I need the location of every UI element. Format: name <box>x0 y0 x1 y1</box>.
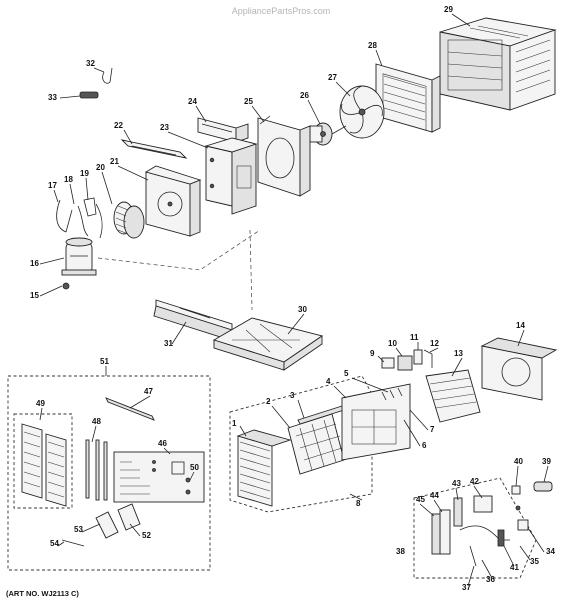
callout-16: 16 <box>30 259 39 268</box>
part-31-channel <box>153 299 233 341</box>
part-29-cabinet <box>439 17 557 111</box>
callout-51: 51 <box>100 357 109 366</box>
part-28-condenser <box>375 63 441 133</box>
part-26-motor <box>309 122 347 146</box>
parts-39-40 <box>511 481 553 495</box>
part-49-side-curtains <box>21 423 67 507</box>
group-38-outline <box>413 477 537 579</box>
callout-50: 50 <box>190 463 199 472</box>
callout-30: 30 <box>298 305 307 314</box>
callout-2: 2 <box>266 397 271 406</box>
callout-37: 37 <box>462 583 471 592</box>
callout-33: 33 <box>48 93 57 102</box>
callout-25: 25 <box>244 97 253 106</box>
art-number-label: (ART NO. WJ2113 C) <box>6 589 79 598</box>
part-1-front-grille <box>236 429 292 507</box>
callout-22: 22 <box>114 121 123 130</box>
callout-27: 27 <box>328 73 337 82</box>
callout-40: 40 <box>514 457 523 466</box>
parts-42-45-electrical <box>431 495 529 567</box>
callout-8: 8 <box>356 499 361 508</box>
callout-20: 20 <box>96 163 105 172</box>
callout-28: 28 <box>368 41 377 50</box>
callout-29: 29 <box>444 5 453 14</box>
callout-17: 17 <box>48 181 57 190</box>
callout-34: 34 <box>546 547 555 556</box>
callout-13: 13 <box>454 349 463 358</box>
callout-10: 10 <box>388 339 397 348</box>
callout-41: 41 <box>510 563 519 572</box>
part-32-part-33 <box>79 67 113 99</box>
part-4-front-frame <box>341 383 411 461</box>
part-21-panel <box>144 165 202 237</box>
part-54-screw <box>61 539 85 547</box>
watermark-text: AppliancePartsPros.com <box>232 6 331 16</box>
callout-53: 53 <box>74 525 83 534</box>
callout-49: 49 <box>36 399 45 408</box>
callout-52: 52 <box>142 531 151 540</box>
group-8-outline <box>229 375 373 513</box>
callout-9: 9 <box>370 349 375 358</box>
callout-42: 42 <box>470 477 479 486</box>
part-25-shroud <box>257 115 311 197</box>
callout-14: 14 <box>516 321 525 330</box>
callout-47: 47 <box>144 387 153 396</box>
group-49-outline <box>13 413 73 509</box>
callout-18: 18 <box>64 175 73 184</box>
callout-15: 15 <box>30 291 39 300</box>
callout-45: 45 <box>416 495 425 504</box>
part-30-base-pan <box>212 317 324 371</box>
parts-52-53-brackets <box>95 503 141 539</box>
callout-35: 35 <box>530 557 539 566</box>
callout-1: 1 <box>232 419 237 428</box>
callout-6: 6 <box>422 441 427 450</box>
callout-23: 23 <box>160 123 169 132</box>
callout-54: 54 <box>50 539 59 548</box>
part-15-grommet <box>62 282 70 290</box>
callout-3: 3 <box>290 391 295 400</box>
parts-9-12-controls <box>381 349 433 371</box>
callout-11: 11 <box>410 333 419 342</box>
callout-31: 31 <box>164 339 173 348</box>
callout-12: 12 <box>430 339 439 348</box>
group-51-kit-outline <box>7 375 211 571</box>
part-14-rear-shroud <box>480 337 558 401</box>
callout-48: 48 <box>92 417 101 426</box>
callout-46: 46 <box>158 439 167 448</box>
dashed-wire-center <box>249 229 253 311</box>
part-2-filter <box>287 413 345 475</box>
callout-39: 39 <box>542 457 551 466</box>
callout-19: 19 <box>80 169 89 178</box>
callout-21: 21 <box>110 157 119 166</box>
part-46-hardware-card <box>113 451 205 503</box>
callout-36: 36 <box>486 575 495 584</box>
callout-32: 32 <box>86 59 95 68</box>
part-20-blower-wheel <box>113 201 145 239</box>
callout-26: 26 <box>300 91 309 100</box>
part-47-rail <box>105 397 155 421</box>
leader-lines <box>39 13 549 587</box>
callout-7: 7 <box>430 425 435 434</box>
part-13-evaporator-coil <box>425 369 481 423</box>
part-16-compressor <box>61 237 97 276</box>
part-22-top-rail <box>120 139 188 159</box>
callout-labels: 1 2 3 4 5 6 7 8 9 10 11 12 13 14 15 16 1… <box>30 5 555 592</box>
callout-43: 43 <box>452 479 461 488</box>
callout-38: 38 <box>396 547 405 556</box>
part-50 <box>185 477 191 495</box>
callout-44: 44 <box>430 491 439 500</box>
part-23-control-housing <box>204 137 258 215</box>
part-48-strips <box>85 439 108 501</box>
parts-17-19-tubing <box>56 197 103 239</box>
callout-5: 5 <box>344 369 349 378</box>
dashed-wire-upper <box>97 229 261 271</box>
callout-24: 24 <box>188 97 197 106</box>
callout-4: 4 <box>326 377 331 386</box>
part-27-fan <box>339 85 385 139</box>
